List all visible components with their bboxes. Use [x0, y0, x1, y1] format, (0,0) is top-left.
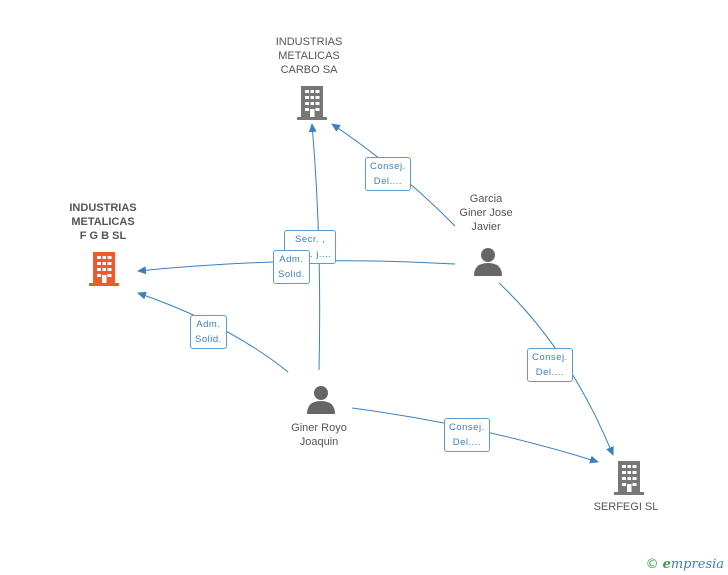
- edge-label-line: Consej.: [370, 161, 406, 172]
- edge-label-line: Adm.: [196, 319, 221, 330]
- building-icon[interactable]: [296, 86, 328, 120]
- edge-label-line: Consej.: [449, 422, 485, 433]
- node-label-line: Joaquin: [299, 436, 339, 448]
- edge-label-line: Consej.: [532, 352, 568, 363]
- edge-label-line: Adm. j....: [289, 249, 332, 260]
- edge-label-line: Adm.: [279, 254, 304, 265]
- edge-label-line: Solid.: [195, 334, 222, 345]
- node-label-fgb: INDUSTRIAS METALICAS F G B SL: [53, 201, 153, 243]
- node-label-line: METALICAS: [71, 216, 135, 228]
- edge-label-line: Del....: [452, 437, 482, 448]
- brand-initial: e: [662, 557, 671, 572]
- copyright-icon: ©: [645, 557, 659, 572]
- person-icon[interactable]: [306, 384, 336, 414]
- node-label-line: Garcia: [469, 193, 503, 205]
- node-label-serfegi: SERFEGI SL: [576, 500, 676, 514]
- building-icon[interactable]: [613, 461, 645, 495]
- building-icon[interactable]: [88, 252, 120, 286]
- node-label-line: CARBO SA: [280, 64, 338, 76]
- edge-label-garcia-fgb[interactable]: Adm. Solid.: [273, 250, 310, 284]
- node-label-line: Giner Jose: [459, 207, 513, 219]
- edge-label-line: Del....: [535, 367, 565, 378]
- node-label-line: SERFEGI SL: [593, 501, 659, 513]
- person-icon[interactable]: [473, 246, 503, 276]
- node-label-giner: Giner Royo Joaquin: [269, 421, 369, 449]
- brand-name: mpresia: [670, 557, 724, 572]
- edge-label-garcia-carbo[interactable]: Consej. Del....: [365, 157, 411, 191]
- edge-label-giner-serfegi[interactable]: Consej. Del....: [444, 418, 490, 452]
- edge-label-line: Solid.: [278, 269, 305, 280]
- node-label-line: F G B SL: [79, 230, 127, 242]
- node-label-line: METALICAS: [278, 50, 340, 62]
- node-label-line: INDUSTRIAS: [275, 36, 343, 48]
- edge-label-garcia-serfegi[interactable]: Consej. Del....: [527, 348, 573, 382]
- brand-logo: ©empresia: [646, 557, 724, 572]
- edge-label-giner-fgb[interactable]: Adm. Solid.: [190, 315, 227, 349]
- node-label-line: Giner Royo: [291, 422, 347, 434]
- node-label-carbo: INDUSTRIAS METALICAS CARBO SA: [259, 35, 359, 77]
- edge-label-line: Del....: [373, 176, 403, 187]
- node-label-garcia: Garcia Giner Jose Javier: [436, 192, 536, 234]
- node-label-line: Javier: [471, 221, 501, 233]
- edge-label-line: Secr. ,: [295, 234, 326, 245]
- node-label-line: INDUSTRIAS: [69, 202, 137, 214]
